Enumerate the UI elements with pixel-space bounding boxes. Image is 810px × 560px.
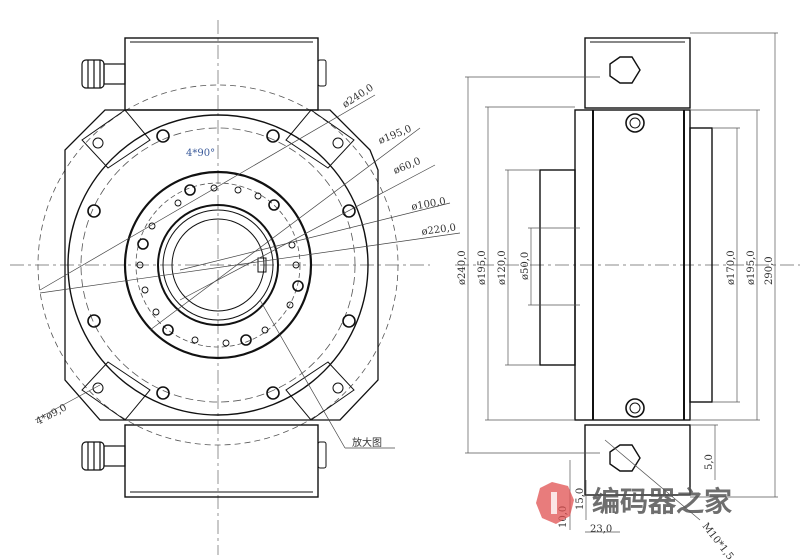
dim-d195-flange: ø195,0 bbox=[746, 250, 757, 285]
dim-d100: ø100,0 bbox=[411, 196, 447, 213]
dim-d195-front: ø195,0 bbox=[377, 124, 413, 147]
front-view bbox=[34, 37, 461, 498]
detail-label: 放大图 bbox=[352, 436, 382, 449]
dim-d50: ø50,0 bbox=[520, 252, 531, 280]
dim-h15: 15,0 bbox=[575, 488, 586, 510]
housing-outline bbox=[64, 109, 379, 421]
dim-d240-side: ø240,0 bbox=[457, 250, 468, 285]
hex-nut-top bbox=[609, 56, 641, 84]
dim-w23: 23,0 bbox=[590, 524, 612, 535]
dim-holes: 4*ø9,0 bbox=[34, 402, 69, 427]
dim-angle: 4*90° bbox=[186, 148, 215, 159]
watermark-text: 编码器之家 bbox=[592, 485, 732, 518]
dim-d60: ø60,0 bbox=[392, 156, 422, 177]
dim-d120: ø120,0 bbox=[497, 250, 508, 285]
hex-nut-bottom bbox=[609, 444, 641, 472]
cable-gland-bottom bbox=[81, 441, 126, 471]
dim-d240-front: ø240,0 bbox=[341, 82, 376, 110]
dim-d170: ø170,0 bbox=[726, 250, 737, 285]
dim-d195-side: ø195,0 bbox=[477, 250, 488, 285]
dim-h5: 5,0 bbox=[704, 454, 715, 470]
watermark: 编码器之家 bbox=[536, 482, 732, 524]
watermark-logo-icon bbox=[536, 482, 574, 524]
dim-h290: 290,0 bbox=[764, 256, 775, 285]
cable-gland-top bbox=[81, 59, 126, 89]
side-view bbox=[465, 32, 778, 533]
bottom-connector-box bbox=[124, 424, 319, 498]
dim-thread: M10*1,5 bbox=[700, 521, 736, 560]
dim-d220: ø220,0 bbox=[421, 222, 457, 238]
